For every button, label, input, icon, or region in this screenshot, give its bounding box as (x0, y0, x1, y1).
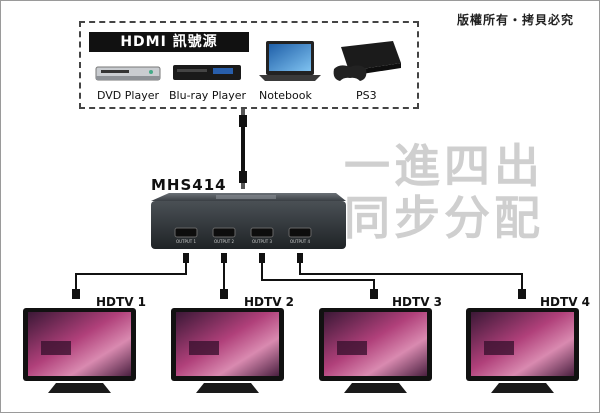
svg-text:OUTPUT 3: OUTPUT 3 (252, 239, 273, 244)
hdtv-3 (319, 308, 432, 393)
splitter-output-port-3: OUTPUT 3 (250, 227, 274, 244)
splitter-model-label: MHS414 (151, 176, 227, 194)
watermark-line-2: 同步分配 (344, 191, 544, 245)
splitter-output-port-4: OUTPUT 4 (288, 227, 312, 244)
notebook-label: Notebook (259, 89, 312, 102)
splitter-output-port-2: OUTPUT 2 (212, 227, 236, 244)
hdtv-1-label: HDTV 1 (96, 295, 147, 309)
svg-text:OUTPUT 4: OUTPUT 4 (290, 239, 311, 244)
hdtv-2-label: HDTV 2 (244, 295, 295, 309)
splitter-box: OUTPUT 1 OUTPUT 2 OUTPUT 3 OUTPUT 4 (151, 193, 346, 249)
output-cables (72, 253, 526, 299)
notebook-icon (259, 41, 321, 81)
hdmi-source-title: HDMI 訊號源 (89, 32, 249, 52)
svg-text:OUTPUT 2: OUTPUT 2 (214, 239, 235, 244)
ps3-label: PS3 (356, 89, 377, 102)
copyright-notice: 版權所有・拷貝必究 (457, 13, 575, 27)
ps3-console-icon (333, 41, 401, 81)
hdtv-1 (23, 308, 136, 393)
source-cable (239, 109, 247, 189)
splitter-output-port-1: OUTPUT 1 (174, 227, 198, 244)
hdtv-3-label: HDTV 3 (392, 295, 443, 309)
svg-text:OUTPUT 1: OUTPUT 1 (176, 239, 197, 244)
bluray-player-label: Blu-ray Player (169, 89, 247, 102)
dvd-player-label: DVD Player (97, 89, 159, 102)
bluray-player-icon (173, 65, 241, 80)
watermark-line-1: 一進四出 (344, 139, 544, 193)
hdtv-4-label: HDTV 4 (540, 295, 591, 309)
dvd-player-icon (95, 66, 161, 81)
hdtv-4 (466, 308, 579, 393)
hdtv-2 (171, 308, 284, 393)
